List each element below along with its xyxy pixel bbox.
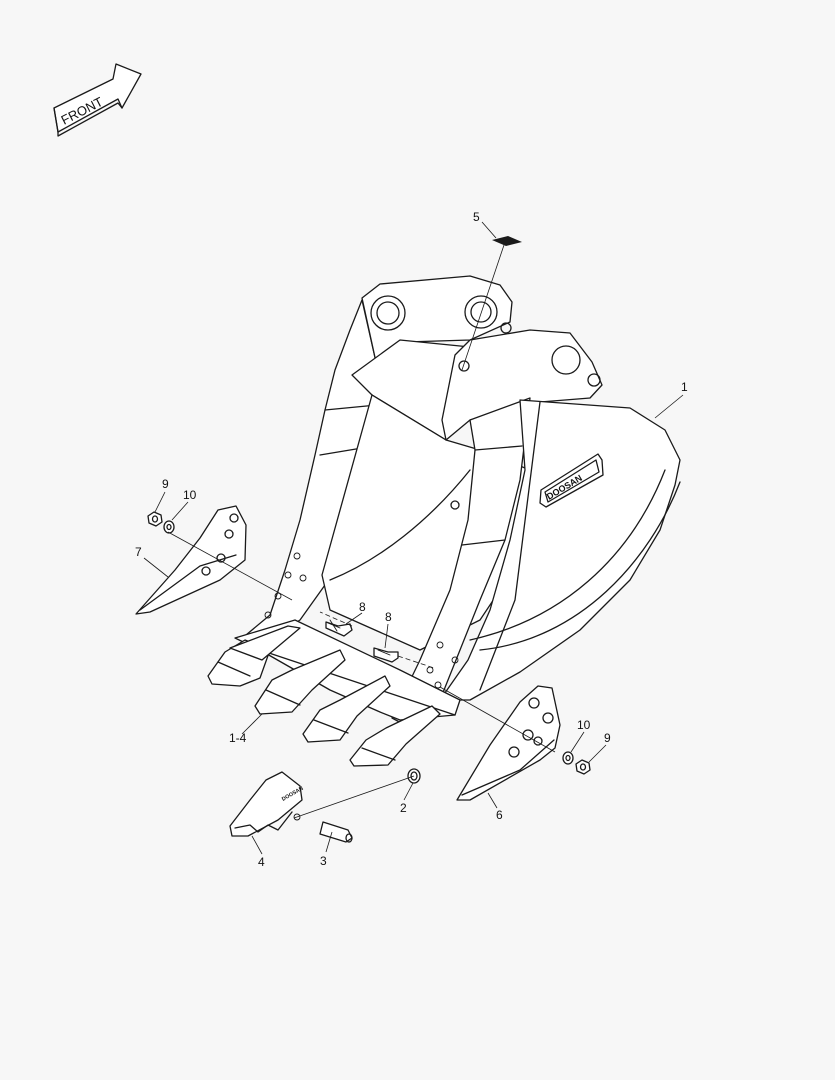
- callout-9-right: 9: [604, 731, 611, 745]
- bolt-left: [325, 619, 353, 637]
- callout-8-left: 8: [359, 600, 366, 614]
- assembly-lines: [167, 244, 556, 819]
- callout-10-right: 10: [577, 718, 591, 732]
- callout-1: 1: [681, 380, 688, 394]
- side-cutter-left: [135, 505, 247, 615]
- callout-leaders: [143, 221, 684, 855]
- teeth-adapters: [207, 625, 441, 767]
- bucket-body: DOOSAN: [234, 275, 681, 726]
- front-direction-arrow: FRONT: [53, 63, 142, 137]
- callout-4: 4: [258, 855, 265, 869]
- callout-8-right: 8: [385, 610, 392, 624]
- callout-3: 3: [320, 854, 327, 868]
- bolt-right: [373, 647, 399, 663]
- callout-1-4: 1-4: [229, 731, 247, 745]
- nut-right: [575, 759, 591, 775]
- bucket-tooth: DOOSAN: [229, 771, 305, 837]
- side-cutter-right: [456, 685, 561, 801]
- decal: [492, 236, 522, 246]
- tooth-pin: [293, 813, 353, 843]
- callout-10-left: 10: [183, 488, 197, 502]
- callout-7: 7: [135, 545, 142, 559]
- callout-6: 6: [496, 808, 503, 822]
- callout-numbers: 1 5 9 10 7 8 8 1-4 2 6 10 9 3 4: [135, 210, 688, 869]
- washer-right: [562, 751, 574, 765]
- callout-5: 5: [473, 210, 480, 224]
- callout-9-left: 9: [162, 477, 169, 491]
- callout-2: 2: [400, 801, 407, 815]
- washer-left: [163, 520, 175, 534]
- nut-left: [147, 511, 163, 527]
